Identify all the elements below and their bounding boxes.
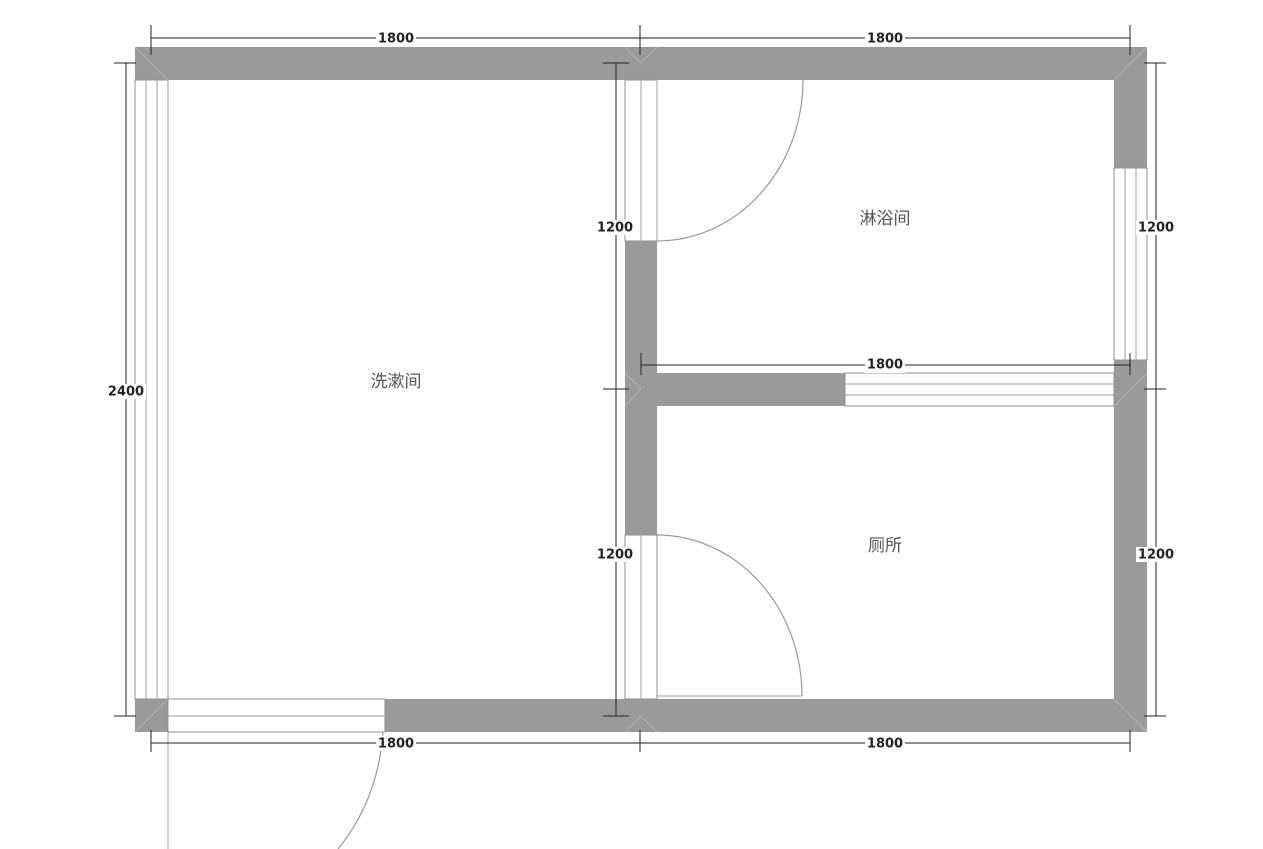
window-right — [1113, 167, 1148, 361]
dim-top-left: 1800 — [378, 32, 414, 47]
doorway-toilet-frame — [624, 534, 658, 700]
dim-bottom-left: 1800 — [378, 737, 414, 752]
wall-corner-mitres — [134, 46, 1148, 733]
dim-right-upper: 1200 — [1138, 221, 1174, 236]
doorway-entrance-frame — [167, 698, 386, 733]
opening-partition-horizontal — [844, 372, 1115, 407]
room-label-shower: 淋浴间 — [860, 209, 911, 229]
doorway-shower-frame — [624, 79, 658, 242]
room-label-toilet: 厕所 — [868, 536, 902, 556]
dimension-labels: 1800 1800 1800 1800 1800 2400 1200 1200 … — [106, 31, 1176, 752]
door-shower — [656, 79, 804, 242]
dim-top-right: 1800 — [867, 32, 903, 47]
dim-right-lower: 1200 — [1138, 548, 1174, 563]
door-entrance — [167, 731, 384, 849]
room-label-washroom: 洗漱间 — [371, 372, 422, 392]
wall-partition-horizontal — [625, 373, 845, 406]
dim-bottom-right: 1800 — [867, 737, 903, 752]
dim-middle-partition: 1800 — [867, 358, 903, 373]
dim-inner-upper: 1200 — [597, 221, 633, 236]
walls — [135, 47, 1147, 732]
dim-left-overall: 2400 — [108, 385, 144, 400]
dim-inner-lower: 1200 — [597, 548, 633, 563]
door-toilet — [656, 534, 803, 697]
room-labels: 洗漱间 淋浴间 厕所 — [371, 209, 911, 556]
